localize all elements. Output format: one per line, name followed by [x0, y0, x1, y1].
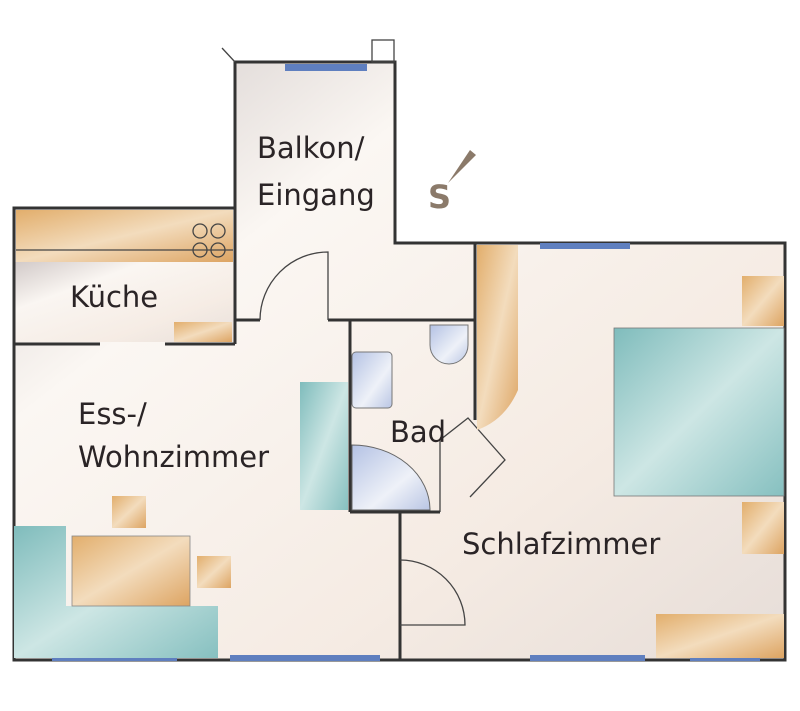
bed — [613, 327, 785, 497]
wardrobe-living — [300, 382, 348, 510]
room-label-wohnzimmer: Wohnzimmer — [78, 440, 269, 474]
compass-south-icon: S — [428, 150, 476, 216]
room-label-eingang: Eingang — [257, 178, 375, 212]
nightstand — [742, 276, 784, 326]
entrance-door[interactable] — [259, 251, 329, 321]
room-label-kueche: Küche — [70, 280, 158, 314]
toilet — [429, 324, 469, 365]
bath-door[interactable] — [439, 417, 506, 512]
room-label-schlafzimmer: Schlafzimmer — [462, 527, 660, 561]
chair — [197, 556, 231, 588]
compass-label: S — [428, 178, 451, 216]
kitchen-cabinet — [174, 322, 232, 342]
wall-stroke — [221, 47, 236, 63]
stove-icon — [192, 223, 226, 258]
shower — [351, 444, 431, 511]
window — [540, 243, 630, 249]
sink — [351, 351, 393, 409]
dresser — [656, 614, 784, 658]
nightstand — [742, 502, 784, 554]
window — [230, 655, 380, 661]
dining-table — [71, 535, 191, 607]
chair — [112, 496, 146, 528]
room-label-ess: Ess-/ — [78, 397, 147, 431]
room-label-bad: Bad — [390, 415, 446, 449]
window — [530, 655, 645, 661]
chimney — [371, 39, 395, 63]
bedroom-door[interactable] — [399, 559, 466, 626]
room-label-balkon: Balkon/ — [257, 131, 365, 165]
window — [285, 64, 367, 71]
kitchen-counter — [16, 210, 233, 262]
sofa — [14, 526, 218, 658]
bedroom-wardrobe — [477, 245, 518, 430]
